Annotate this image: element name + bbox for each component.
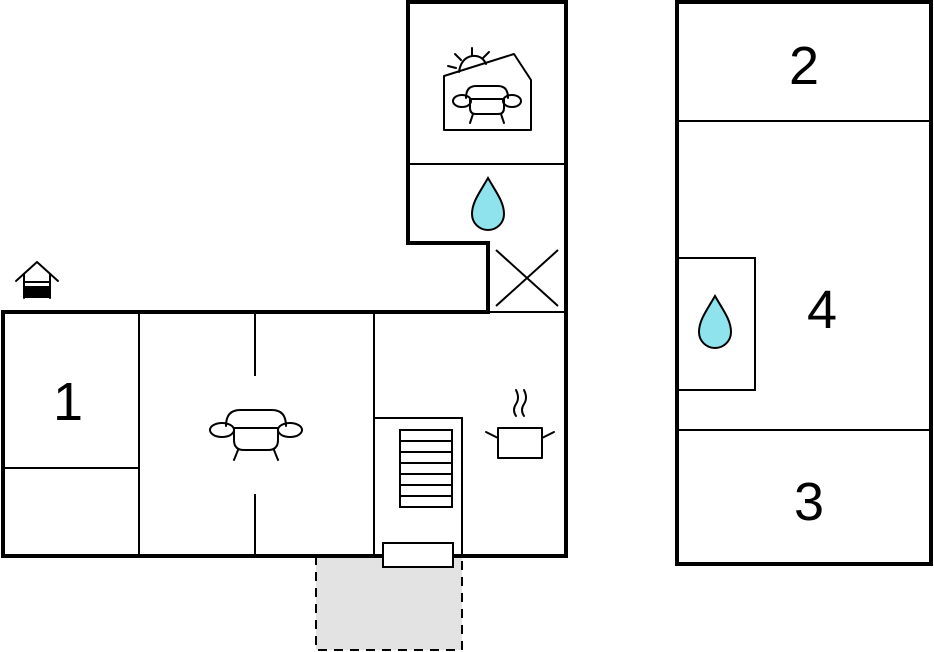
room-label-3: 3: [794, 472, 824, 532]
cooking-pot-icon: [485, 389, 555, 459]
water-drop-icon: [697, 293, 733, 349]
conservatory-sofa-icon: [443, 47, 532, 131]
upper-floor-walls: [675, 0, 933, 566]
room-label-1: 1: [53, 372, 83, 432]
chimney-icon: [495, 249, 559, 307]
entrance-step-icon: [382, 542, 454, 568]
room-label-4: 4: [807, 280, 837, 340]
room-label-2: 2: [789, 36, 819, 96]
well-icon: [15, 261, 59, 299]
staircase-icon: [373, 417, 463, 557]
terrace-area: [315, 556, 463, 651]
water-drop-icon: [470, 175, 506, 231]
sofa-icon: [209, 409, 303, 461]
